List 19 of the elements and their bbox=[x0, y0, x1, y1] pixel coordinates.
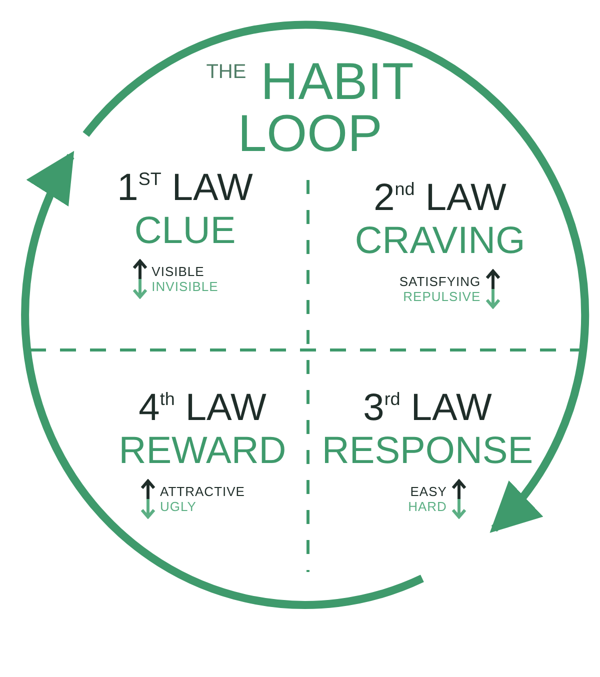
law-number: 1$^{ST}$ LAW bbox=[117, 168, 253, 210]
scale-word: VISIBLE bbox=[152, 264, 206, 280]
scale-word: INVISIBLE bbox=[152, 279, 218, 296]
law-number: 3$^{rd}$ LAW bbox=[363, 388, 492, 430]
title: $^{THE}$ HABIT LOOP bbox=[205, 56, 415, 160]
law-number: 2$^{nd}$ LAW bbox=[374, 178, 506, 220]
scale-word: REPULSIVE bbox=[402, 289, 481, 306]
law-name: CLUE bbox=[134, 210, 236, 254]
law-name: RESPONSE bbox=[322, 430, 534, 474]
loop-arrow bbox=[22, 150, 424, 609]
scale-word: SATISFYING bbox=[399, 274, 481, 290]
law-name: CRAVING bbox=[354, 220, 526, 264]
scale-word: EASY bbox=[409, 484, 447, 500]
law-name: REWARD bbox=[118, 430, 286, 474]
loop-arrow bbox=[82, 21, 589, 534]
scale-word: UGLY bbox=[160, 499, 198, 516]
law-number: 4$^{th}$ LAW bbox=[138, 388, 266, 430]
scale-word: ATTRACTIVE bbox=[160, 484, 245, 500]
scale-word: HARD bbox=[408, 499, 447, 516]
